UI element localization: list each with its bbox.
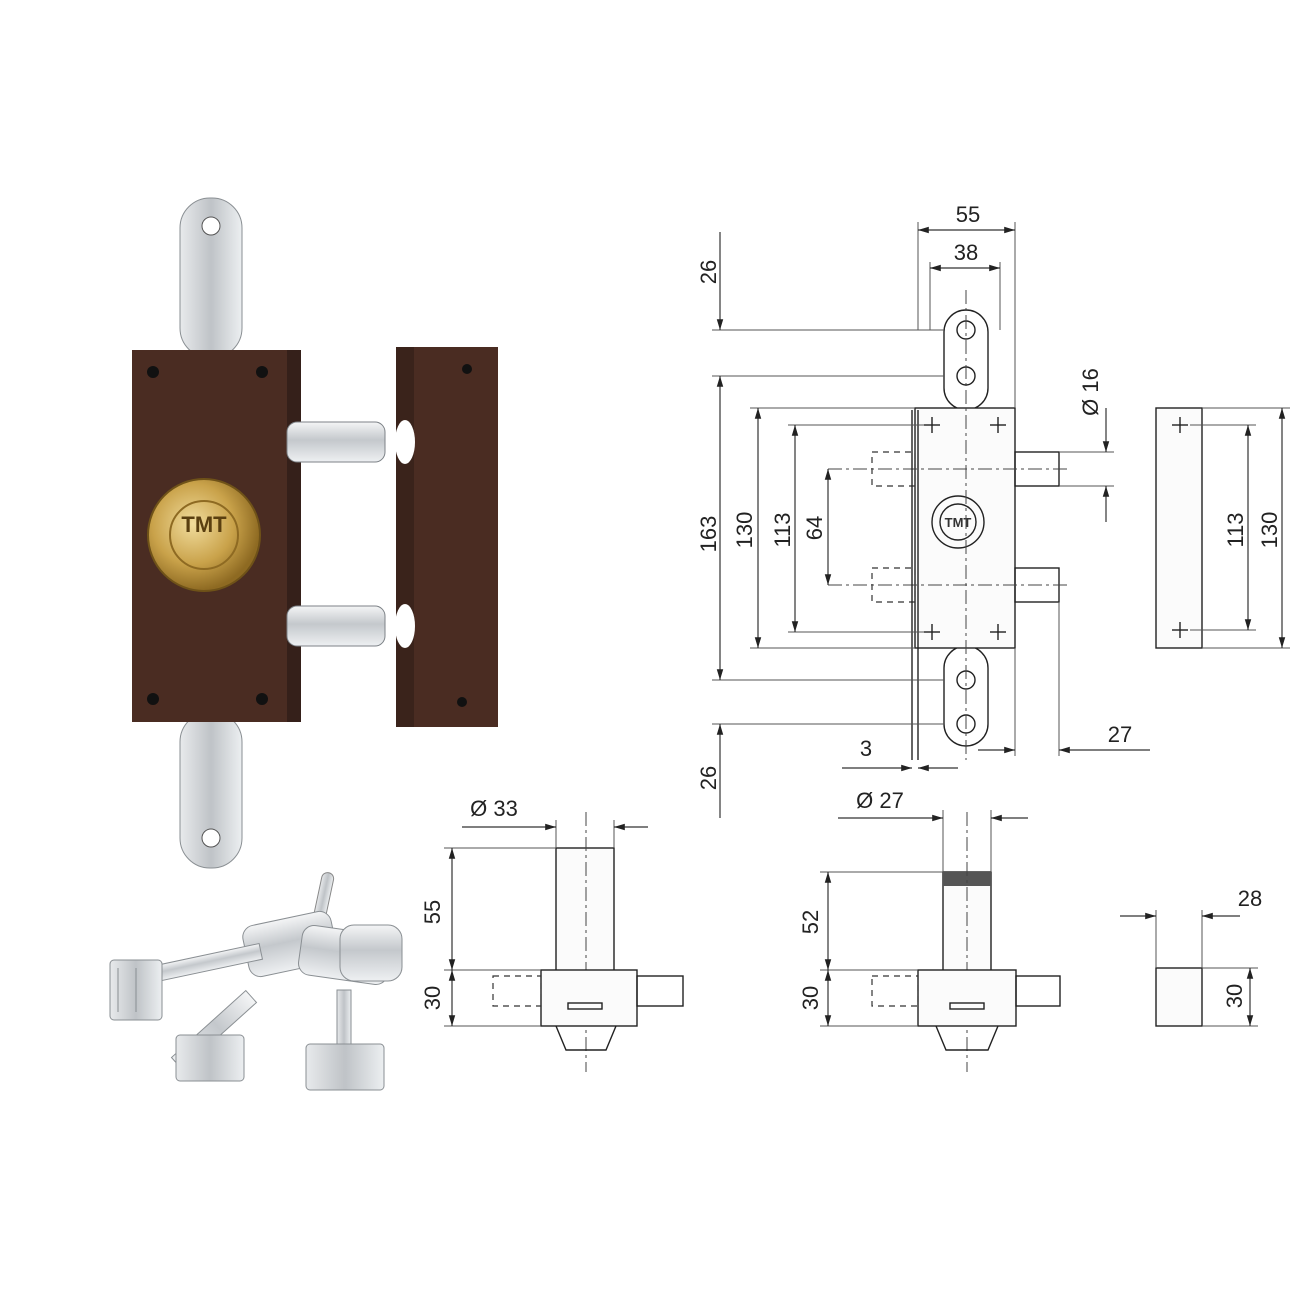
- dim-strap-thickness: 3: [860, 736, 872, 761]
- dim-cylinder-length-b: 52: [798, 910, 823, 934]
- dim-width-inner: 38: [954, 240, 978, 265]
- brass-cylinder: [147, 478, 261, 592]
- strap-hole-bottom: [201, 828, 221, 848]
- dim-top-offset: 26: [696, 260, 721, 284]
- dim-total-height: 163: [696, 516, 721, 553]
- keeper-drawing: 113 130: [1155, 407, 1290, 649]
- bolt-lower: [286, 605, 386, 647]
- dim-keeper-width: 28: [1238, 886, 1262, 911]
- dim-cylinder-diameter-b: Ø 27: [856, 788, 904, 813]
- dim-bolt-projection: 27: [1108, 722, 1132, 747]
- case-screw: [147, 693, 159, 705]
- bolt-upper: [286, 421, 386, 463]
- case-screw: [147, 366, 159, 378]
- case-screw: [256, 693, 268, 705]
- dim-bottom-offset: 26: [696, 766, 721, 790]
- dim-keeper-depth: 30: [1222, 984, 1247, 1008]
- cylinder-logo: TMT: [181, 512, 227, 537]
- case-screw: [256, 366, 268, 378]
- cylinder-plug: [169, 500, 239, 570]
- dim-bolt-pitch: 64: [802, 516, 827, 540]
- dim-keeper-inner: 113: [1223, 512, 1248, 547]
- strap-hole-top: [201, 216, 221, 236]
- dim-keeper-outer: 130: [1257, 512, 1282, 549]
- side-view-b-drawing: Ø 27 52 30: [798, 788, 1061, 1072]
- keeper-screw: [457, 697, 467, 707]
- lock-photo: TMT: [132, 197, 498, 869]
- side-view-a-drawing: Ø 33 55 30: [420, 796, 684, 1072]
- keeper-screw: [462, 364, 472, 374]
- key: [305, 924, 403, 1091]
- dim-case-depth-b: 30: [798, 986, 823, 1010]
- keeper-box-side: [396, 347, 414, 727]
- svg-text:TMT: TMT: [945, 515, 972, 530]
- cylinder-outline: [931, 495, 985, 549]
- keeper-bolt-hole: [395, 604, 415, 648]
- keys-photo: [109, 872, 403, 1091]
- dim-cylinder-diameter-a: Ø 33: [470, 796, 518, 821]
- dim-width-outer: 55: [956, 202, 980, 227]
- front-view-drawing: TMT 55 38 26 163 26 130 113 64: [696, 202, 1150, 818]
- dim-case-depth-a: 30: [420, 986, 445, 1010]
- dim-bolt-diameter: Ø 16: [1078, 368, 1103, 416]
- lock-body-outline: [914, 407, 1016, 649]
- dim-cylinder-length-a: 55: [420, 900, 445, 924]
- keeper-bolt-hole: [395, 420, 415, 464]
- dim-bolt-span: 113: [770, 512, 795, 547]
- dim-case-height: 130: [732, 512, 757, 549]
- keeper-section-drawing: 28 30: [1120, 886, 1262, 1027]
- lock-case-side: [287, 350, 301, 722]
